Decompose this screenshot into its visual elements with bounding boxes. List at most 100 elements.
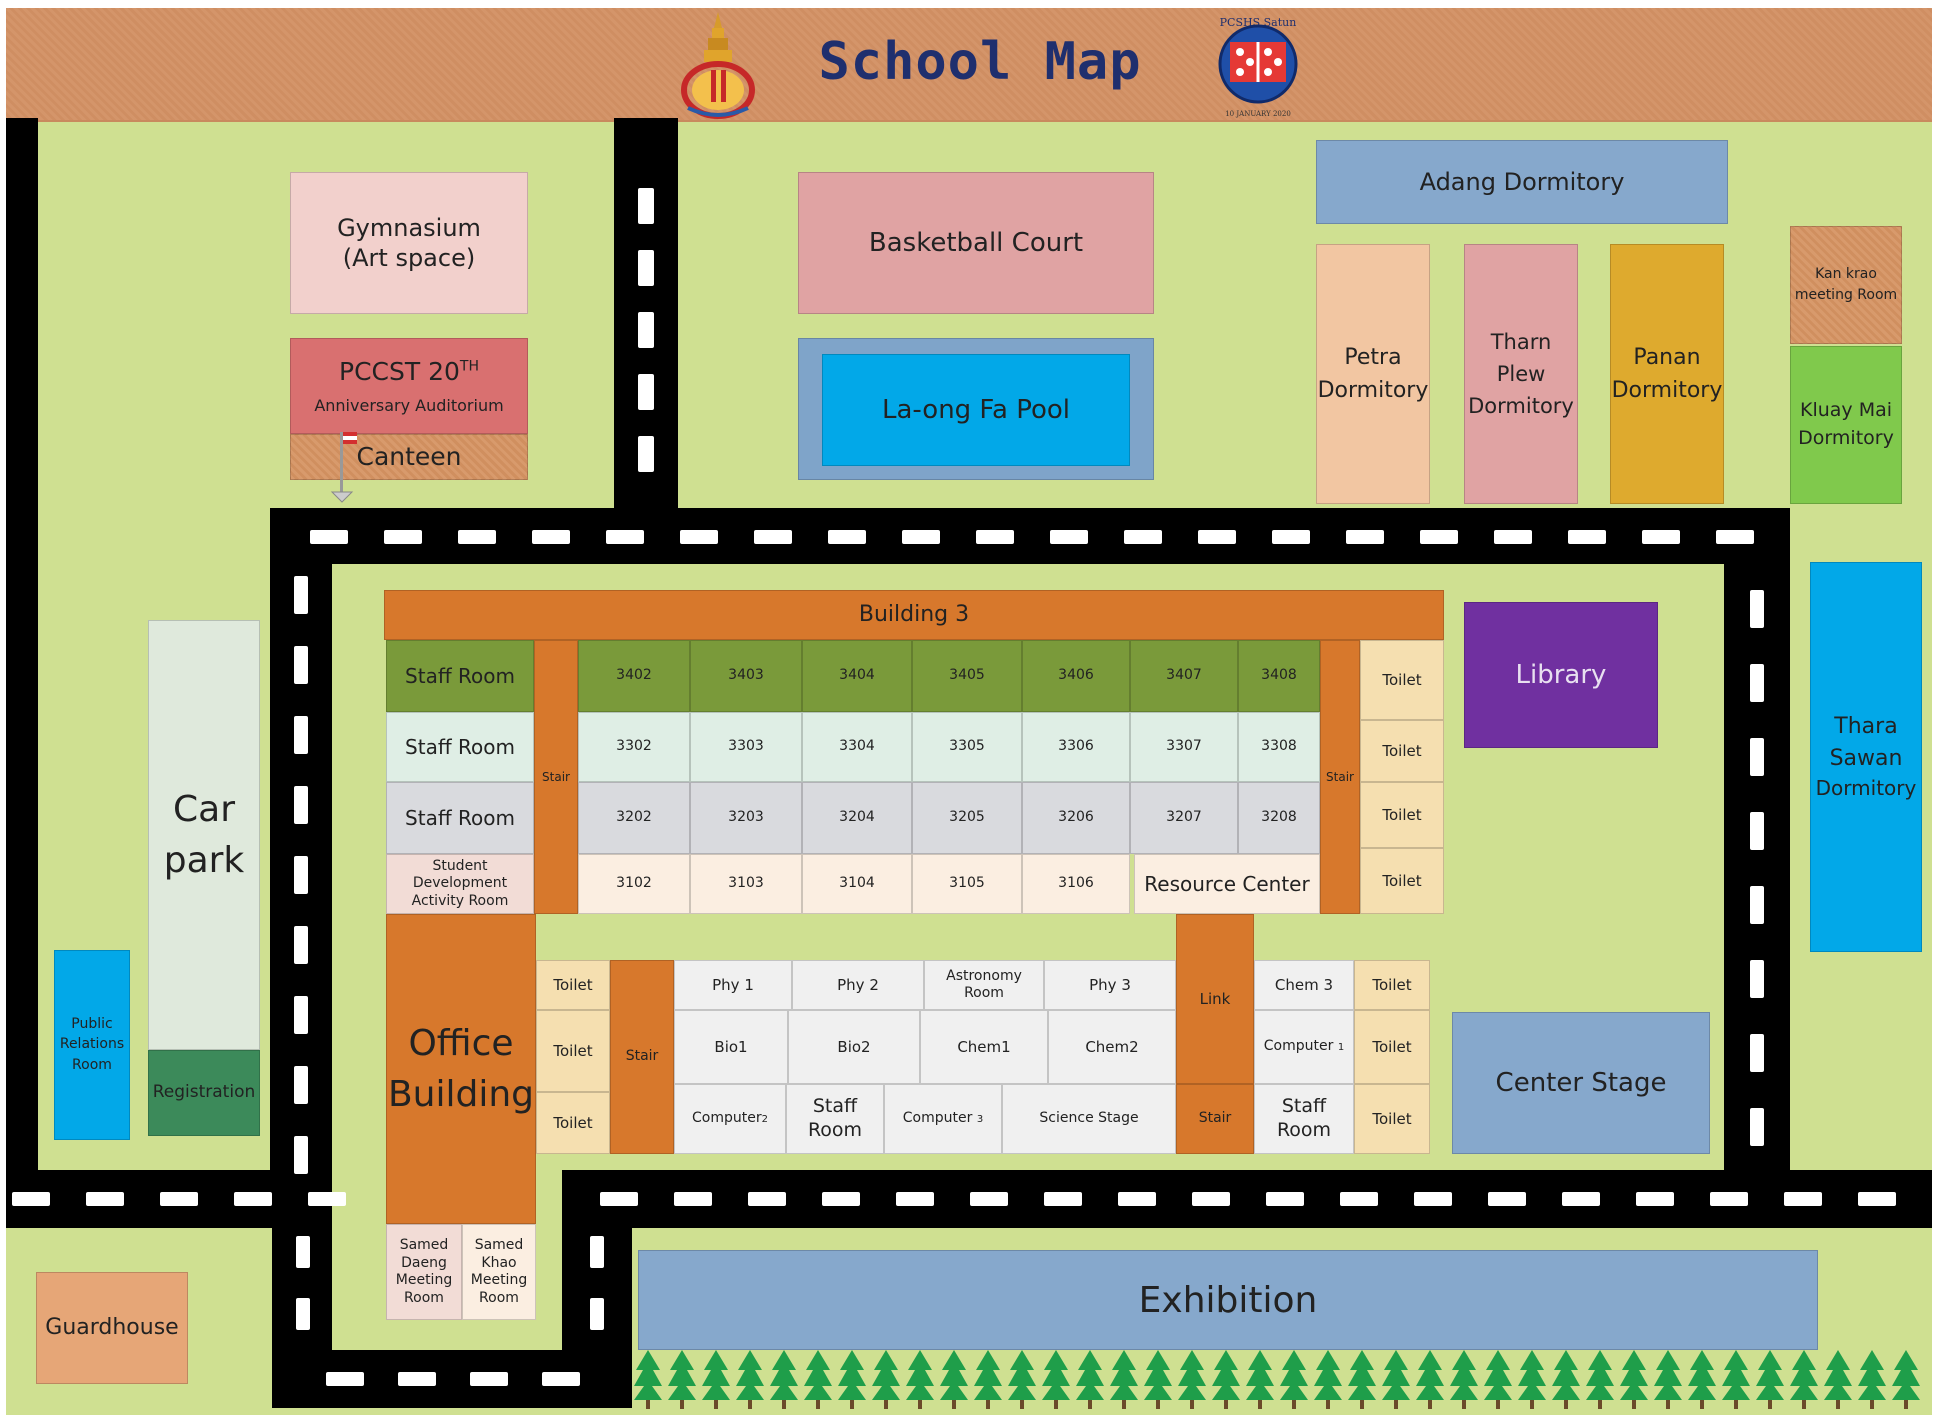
road-dash bbox=[1858, 1192, 1896, 1206]
classroom-number: 3402 bbox=[616, 667, 652, 684]
road-dash bbox=[294, 786, 308, 824]
road-left-vertical bbox=[6, 118, 38, 1228]
classroom-number: 3207 bbox=[1166, 809, 1202, 826]
building-3-header: Building 3 bbox=[384, 590, 1444, 640]
road-dash bbox=[12, 1192, 50, 1206]
building-3-left-stair: Stair bbox=[534, 640, 578, 914]
samed-daeng-sublabel: Room bbox=[404, 1289, 444, 1306]
classroom-number: 3205 bbox=[949, 809, 985, 826]
computer-2-room: Computer2 bbox=[674, 1084, 786, 1154]
road-dash bbox=[970, 1192, 1008, 1206]
staff-room-3: Staff Room bbox=[386, 712, 534, 782]
auditorium: PCCST 20TH Anniversary Auditorium bbox=[290, 338, 528, 434]
classroom: 3304 bbox=[802, 712, 912, 782]
resource-center-label: Resource Center bbox=[1144, 871, 1310, 896]
road-upper-horizontal bbox=[270, 508, 1790, 564]
road-dash bbox=[590, 1298, 604, 1330]
kan-krao-sublabel: meeting Room bbox=[1794, 287, 1898, 303]
road-dash bbox=[1636, 1192, 1674, 1206]
tree-icon bbox=[1178, 1350, 1206, 1409]
student-dev-sublabel: Activity Room bbox=[411, 892, 509, 909]
road-dash bbox=[308, 1192, 346, 1206]
left-stair-label: Stair bbox=[542, 769, 570, 784]
road-dash bbox=[1044, 1192, 1082, 1206]
road-dash bbox=[1750, 1108, 1764, 1146]
classroom-number: 3307 bbox=[1166, 738, 1202, 755]
science-left-stair: Stair bbox=[610, 960, 674, 1154]
link-label: Link bbox=[1199, 989, 1231, 1008]
la-ong-fa-pool: La-ong Fa Pool bbox=[822, 354, 1130, 466]
classroom-number: 3308 bbox=[1261, 738, 1297, 755]
guardhouse-label: Guardhouse bbox=[45, 1315, 179, 1341]
classroom: 3405 bbox=[912, 640, 1022, 712]
samed-khao-label-3: Meeting bbox=[470, 1272, 528, 1288]
petra-label: Petra bbox=[1344, 344, 1402, 370]
samed-khao-sublabel: Room bbox=[479, 1289, 519, 1306]
tree-icon bbox=[1552, 1350, 1580, 1409]
public-relations-sublabel: Room bbox=[72, 1056, 112, 1073]
road-dash bbox=[638, 250, 654, 286]
tharn-plew-label-2: Plew bbox=[1496, 361, 1546, 386]
science-right-stair-label: Stair bbox=[1198, 1110, 1232, 1127]
road-dash bbox=[294, 996, 308, 1034]
tree-icon bbox=[804, 1350, 832, 1409]
chem-2-room: Chem2 bbox=[1048, 1010, 1176, 1084]
tree-icon bbox=[1756, 1350, 1784, 1409]
classroom-number: 3103 bbox=[728, 875, 764, 892]
tree-icon bbox=[1314, 1350, 1342, 1409]
classroom-number: 3304 bbox=[839, 738, 875, 755]
samed-daeng-label-2: Daeng bbox=[401, 1254, 447, 1271]
tree-icon bbox=[1076, 1350, 1104, 1409]
computer-2-label: Computer bbox=[692, 1110, 762, 1127]
road-dash bbox=[1710, 1192, 1748, 1206]
road-dash bbox=[590, 1236, 604, 1268]
map-header bbox=[6, 8, 1932, 122]
office-building-sublabel: Building bbox=[387, 1074, 535, 1115]
road-dash bbox=[822, 1192, 860, 1206]
road-dash bbox=[1488, 1192, 1526, 1206]
classroom-number: 3106 bbox=[1058, 875, 1094, 892]
samed-khao-label-2: Khao bbox=[481, 1254, 517, 1271]
science-left-stair-label: Stair bbox=[625, 1048, 659, 1065]
tree-icon bbox=[1858, 1350, 1886, 1409]
auditorium-label: PCCST 20 bbox=[339, 357, 460, 387]
road-dash bbox=[1750, 886, 1764, 924]
school-crest-logo bbox=[681, 12, 755, 119]
classroom: 3208 bbox=[1238, 782, 1320, 854]
library: Library bbox=[1464, 602, 1658, 748]
road-dash bbox=[532, 530, 570, 544]
car-park-sublabel: park bbox=[163, 840, 245, 881]
phy-3-room: Phy 3 bbox=[1044, 960, 1176, 1010]
road-bottom-right-vertical bbox=[562, 1170, 632, 1408]
basketball-court: Basketball Court bbox=[798, 172, 1154, 314]
road-dash bbox=[458, 530, 496, 544]
road-dash bbox=[1124, 530, 1162, 544]
tree-icon bbox=[1212, 1350, 1240, 1409]
classroom: 3202 bbox=[578, 782, 690, 854]
public-relations-label: Public bbox=[71, 1015, 113, 1032]
chem-1-label: Chem1 bbox=[957, 1037, 1011, 1056]
road-dash bbox=[1750, 1034, 1764, 1072]
gymnasium-label: Gymnasium bbox=[337, 214, 481, 242]
road-dash bbox=[384, 530, 422, 544]
road-dash bbox=[1750, 738, 1764, 776]
pool-label: La-ong Fa Pool bbox=[882, 394, 1070, 425]
tree-icon bbox=[1688, 1350, 1716, 1409]
classroom: 3306 bbox=[1022, 712, 1130, 782]
classroom-number: 3202 bbox=[616, 809, 652, 826]
kluay-mai-label: Kluay Mai bbox=[1799, 399, 1893, 422]
building-3-title: Building 3 bbox=[858, 602, 970, 628]
bio-1-room: Bio1 bbox=[674, 1010, 788, 1084]
staff-room-sublabel: Room bbox=[807, 1119, 863, 1141]
adang-dormitory: Adang Dormitory bbox=[1316, 140, 1728, 224]
toilet-label: Toilet bbox=[1382, 670, 1422, 689]
road-dash bbox=[234, 1192, 272, 1206]
tree-icon bbox=[1144, 1350, 1172, 1409]
classroom-number: 3407 bbox=[1166, 667, 1202, 684]
road-dash bbox=[1494, 530, 1532, 544]
